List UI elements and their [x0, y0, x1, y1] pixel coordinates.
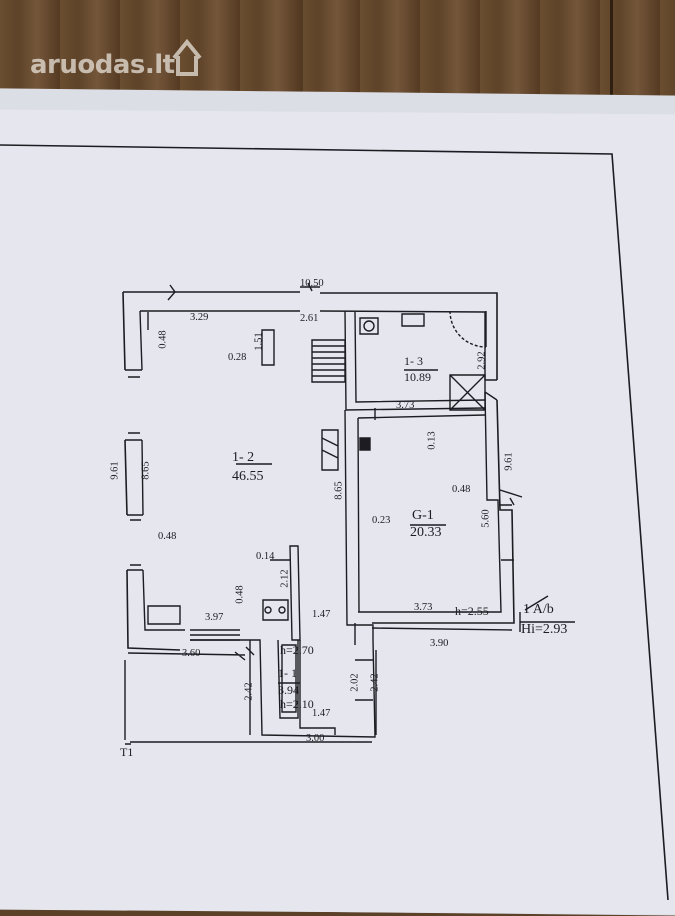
dimension-label: 1.47	[312, 609, 331, 620]
dimension-label: 0.28	[228, 352, 247, 363]
dimension-label: 5.60	[480, 509, 492, 528]
dimension-label: 0.48	[158, 531, 177, 542]
room-id-label: 1- 2	[232, 450, 255, 465]
dimension-label: 3.60	[182, 648, 201, 659]
dimension-label: 3.73	[396, 400, 415, 411]
dimension-line	[354, 623, 513, 645]
partition-stub	[289, 545, 301, 641]
room-area-label: 46.55	[232, 469, 264, 484]
garage-wall	[344, 409, 374, 640]
room-area-label: 10.89	[404, 370, 431, 384]
dimension-label: 0.48	[157, 330, 169, 349]
dimension-line	[300, 282, 320, 292]
dimension-label: 2.61	[300, 313, 319, 324]
stove-burner	[278, 606, 286, 614]
room-id-label: 1- 1	[278, 666, 297, 680]
window	[484, 379, 514, 561]
dimension-label: 8.65	[333, 481, 345, 500]
dimension-label: 2.02	[349, 673, 361, 692]
watermark-logo: aruodas.lt	[30, 50, 175, 80]
dimension-line	[245, 640, 255, 735]
dimension-label: 3.29	[190, 312, 209, 323]
window	[127, 514, 143, 571]
sink-fixture	[147, 605, 181, 625]
shower-tray	[449, 374, 486, 411]
dimension-line	[147, 312, 376, 561]
dimension-label: 1.47	[312, 708, 331, 719]
left-wall	[122, 291, 240, 651]
room-id-label: 1- 3	[404, 354, 423, 368]
height-label: h=2.10	[280, 697, 314, 711]
bathroom-sink	[401, 313, 425, 327]
dimension-line	[127, 651, 246, 661]
room-id-label: G-1	[412, 508, 434, 523]
room-area-label: 20.33	[410, 525, 442, 540]
dimension-label: 3.00	[306, 733, 325, 744]
outer-wall	[123, 291, 515, 624]
garage-wall-top	[357, 414, 486, 419]
dimension-label: 2.42	[243, 682, 255, 701]
exterior-step	[190, 629, 240, 641]
toilet-bowl	[363, 320, 375, 332]
dimension-label: 9.61	[503, 452, 515, 471]
window	[125, 369, 142, 441]
door-swing	[449, 310, 487, 348]
height-label: h=2.70	[280, 643, 314, 657]
dimension-label: 1.51	[253, 332, 265, 351]
dimension-label: 0.13	[426, 431, 438, 450]
toilet-fixture	[359, 317, 379, 335]
stove-burner	[264, 606, 272, 614]
dimension-label: 0.48	[452, 484, 471, 495]
dimension-label: 9.61	[109, 461, 121, 480]
table-seam	[300, 0, 303, 120]
floor-height-label: Hi=2.93	[521, 622, 568, 637]
staircase-lower	[321, 429, 339, 471]
dimension-line	[124, 660, 372, 745]
point-marker-label: T1	[120, 745, 134, 759]
dimension-label: 0.23	[372, 515, 391, 526]
sheet-frame-line	[0, 144, 669, 900]
partition-stub	[261, 329, 275, 366]
entrance-vestibule	[240, 639, 376, 738]
dimension-label: 3.97	[205, 612, 224, 623]
table-seam	[610, 0, 613, 120]
height-label: h=2.55	[455, 604, 489, 618]
left-wall-inner	[139, 310, 185, 631]
dimension-tick	[167, 284, 176, 301]
leader-line	[519, 595, 575, 632]
dimension-line	[499, 489, 523, 506]
house-icon	[172, 38, 202, 76]
outer-wall-inner	[140, 310, 502, 613]
dimension-label: 2.42	[369, 673, 381, 692]
stove-fixture	[262, 599, 289, 621]
floor-code-label: 1 A/b	[523, 602, 554, 617]
dimension-label: 0.48	[234, 585, 246, 604]
room-area-label: 3.94	[278, 683, 299, 697]
dimension-label: 8.65	[140, 461, 152, 480]
dimension-label: 3.90	[430, 638, 449, 649]
dimension-label: 3.73	[414, 602, 433, 613]
dimension-label: 2.92	[476, 351, 488, 370]
dimension-label: 0.14	[256, 551, 275, 562]
dimension-label: 10.50	[300, 278, 324, 289]
dimension-label: 2.12	[279, 569, 291, 588]
entrance-wall	[299, 640, 373, 735]
boiler-symbol	[359, 437, 371, 451]
staircase	[311, 339, 346, 383]
